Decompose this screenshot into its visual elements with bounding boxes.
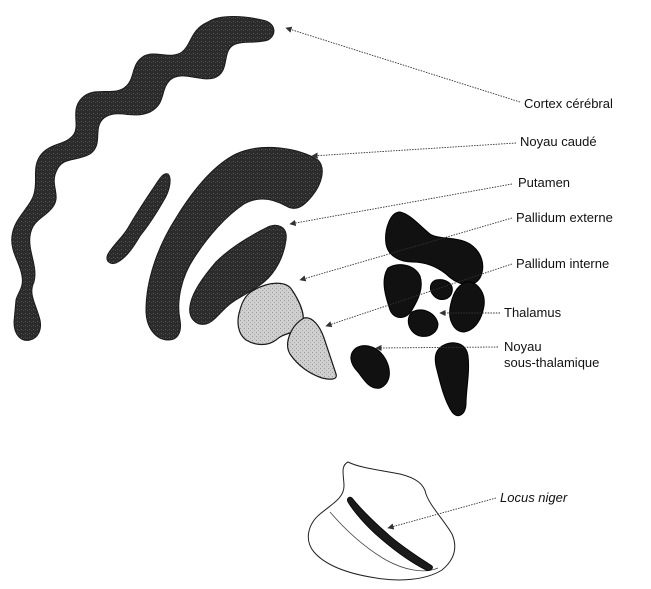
arrow-stn <box>376 347 498 348</box>
label-caudate: Noyau caudé <box>520 134 597 150</box>
arrow-caudate <box>312 143 516 156</box>
arrow-sn <box>388 498 496 528</box>
lower-black-shape <box>435 343 468 416</box>
midbrain-outline <box>308 462 454 580</box>
gpi-shape <box>288 318 337 379</box>
label-gpe: Pallidum externe <box>516 210 613 226</box>
label-thalamus: Thalamus <box>504 305 561 321</box>
thalamus-shape-right <box>450 282 485 332</box>
arrow-cortex <box>286 28 520 102</box>
locus-niger-shape <box>347 497 432 570</box>
thalamus-shape-mid <box>408 310 438 336</box>
label-locus-niger: Locus niger <box>500 490 567 506</box>
stn-shape <box>351 346 389 389</box>
label-putamen: Putamen <box>518 175 570 191</box>
thalamus-shape-left <box>384 265 421 318</box>
label-gpi: Pallidum interne <box>516 256 609 272</box>
thalamus-shape-inner <box>430 280 452 300</box>
label-cortex: Cortex cérébral <box>524 96 613 112</box>
label-stn: Noyau sous-thalamique <box>504 339 599 371</box>
